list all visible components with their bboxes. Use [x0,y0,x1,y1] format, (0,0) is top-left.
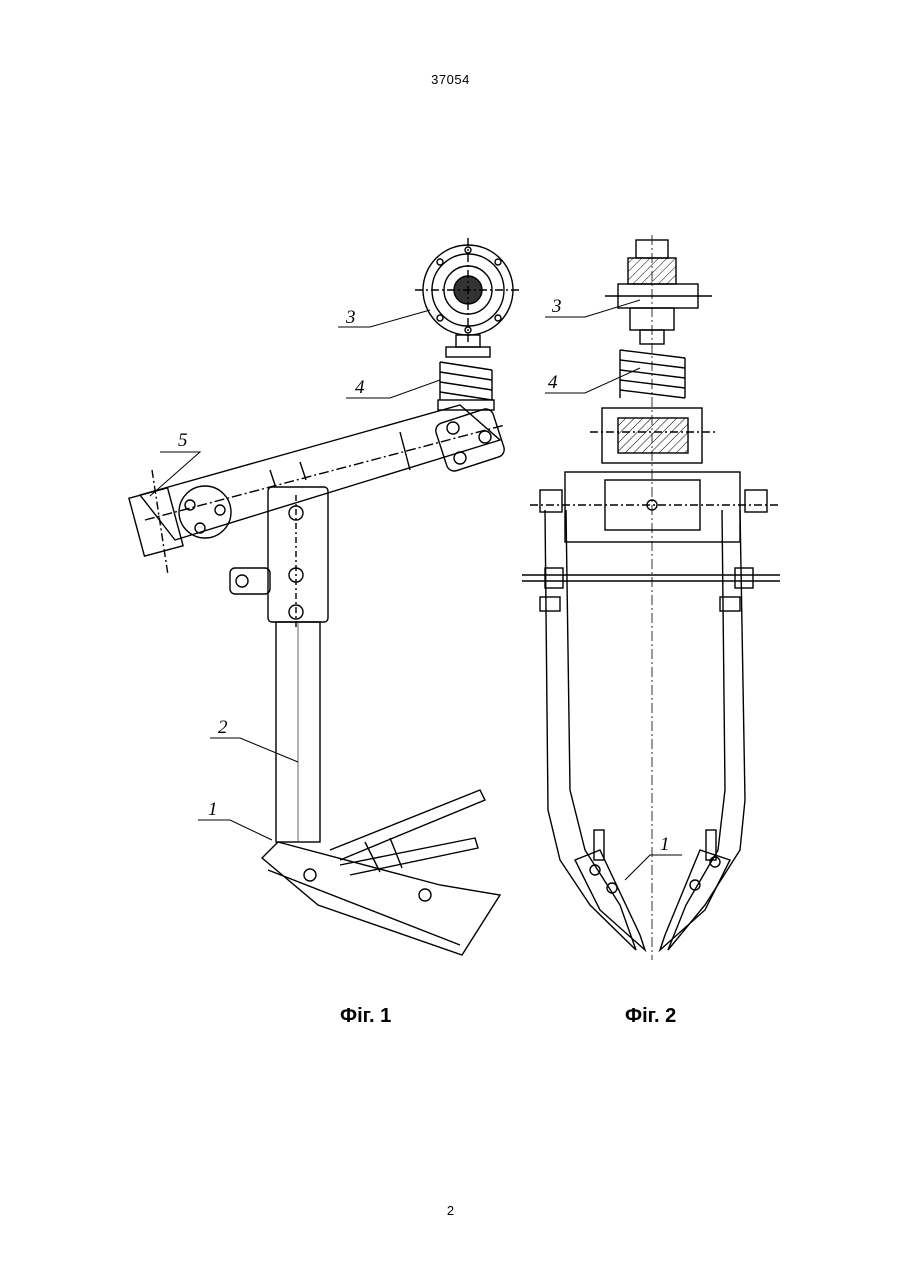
page-number: 2 [0,1203,901,1218]
figure-2-caption: Фіг. 2 [625,1005,676,1028]
fig2-label-1: 1 [660,834,670,855]
fig2-label-3: 3 [551,296,562,317]
fig2-label-4: 4 [548,372,558,393]
figure-1-caption: Фіг. 1 [340,1005,391,1028]
